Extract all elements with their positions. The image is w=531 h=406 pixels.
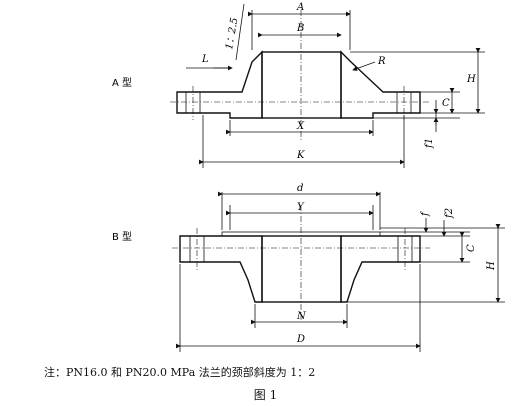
dim-c-label-a: C — [442, 98, 450, 109]
type-b-section-right — [340, 235, 421, 303]
dim-y-label: Y — [297, 202, 305, 213]
dim-h-label-a: H — [466, 74, 476, 85]
dim-d-small-label: d — [297, 183, 303, 194]
dim-k-label: K — [296, 150, 305, 161]
type-b-drawing: d Y N D f f2 C H B 型 — [112, 183, 505, 352]
type-a-bore — [261, 51, 342, 119]
type-a-drawing: A B 1：2.5 L R X K H C f1 — [112, 2, 485, 168]
type-a-label: A 型 — [112, 76, 132, 89]
note-text: 注：PN16.0 和 PN20.0 MPa 法兰的颈部斜度为 1：2 — [44, 366, 316, 379]
figure-caption: 图 1 — [253, 388, 278, 402]
dim-h-label-b: H — [486, 261, 497, 271]
type-b-bore — [261, 235, 342, 303]
dim-f-label: f — [420, 210, 431, 217]
dim-c-label-b: C — [466, 244, 477, 252]
dim-r-label: R — [377, 56, 386, 67]
dim-d-large-label: D — [296, 334, 305, 345]
dim-f1-label: f1 — [424, 138, 435, 149]
dim-b-label: B — [296, 23, 304, 34]
dim-x-label: X — [296, 121, 305, 132]
dim-l-label: L — [201, 54, 209, 65]
dim-n-label: N — [296, 311, 307, 322]
type-b-label: B 型 — [112, 230, 132, 243]
type-b-section-left — [179, 235, 263, 303]
dim-f2-label: f2 — [444, 208, 455, 219]
type-a-section-left — [176, 50, 263, 119]
dim-a-label: A — [296, 2, 304, 13]
